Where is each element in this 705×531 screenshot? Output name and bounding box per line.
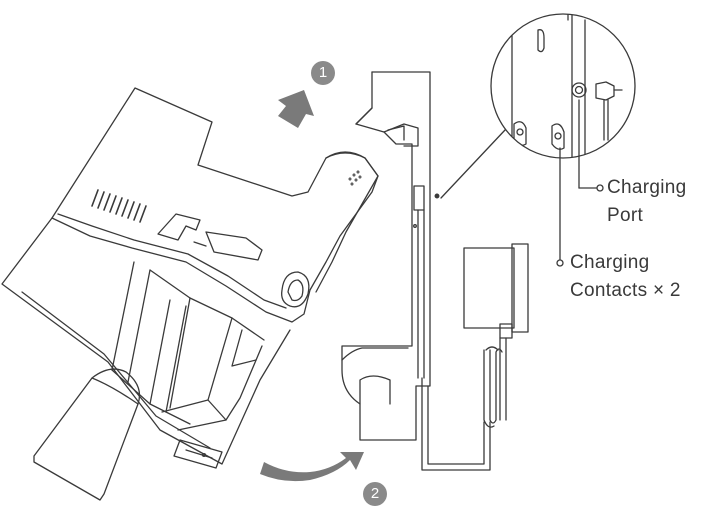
charging-contacts-label: Charging Contacts × 2	[570, 249, 681, 305]
wall-mount	[341, 71, 440, 441]
charging-port-label: Charging Port	[607, 174, 687, 230]
charging-port-label-line2: Port	[607, 205, 644, 226]
step-arrows	[260, 90, 364, 482]
vent-slots	[91, 189, 147, 223]
charging-port-marker	[596, 184, 604, 192]
magnified-detail	[440, 13, 636, 267]
vacuum-tube	[33, 368, 141, 501]
zoom-pointer-line	[440, 129, 506, 199]
step-1-badge: 1	[311, 61, 335, 85]
charger-adapter	[421, 243, 529, 471]
power-button	[281, 271, 310, 308]
charging-contacts-marker	[556, 259, 564, 267]
step-1-arrow	[278, 90, 314, 128]
step-2-arrow	[260, 452, 364, 482]
dust-bin	[1, 217, 291, 469]
step-2-badge: 2	[363, 482, 387, 506]
grip-texture	[348, 170, 362, 186]
charging-port-label-line1: Charging	[607, 177, 687, 198]
vacuum-body	[51, 87, 379, 323]
charging-contacts-label-line1: Charging	[570, 252, 650, 273]
charging-contacts-label-line2: Contacts × 2	[570, 280, 681, 301]
zoom-circle	[490, 13, 636, 159]
